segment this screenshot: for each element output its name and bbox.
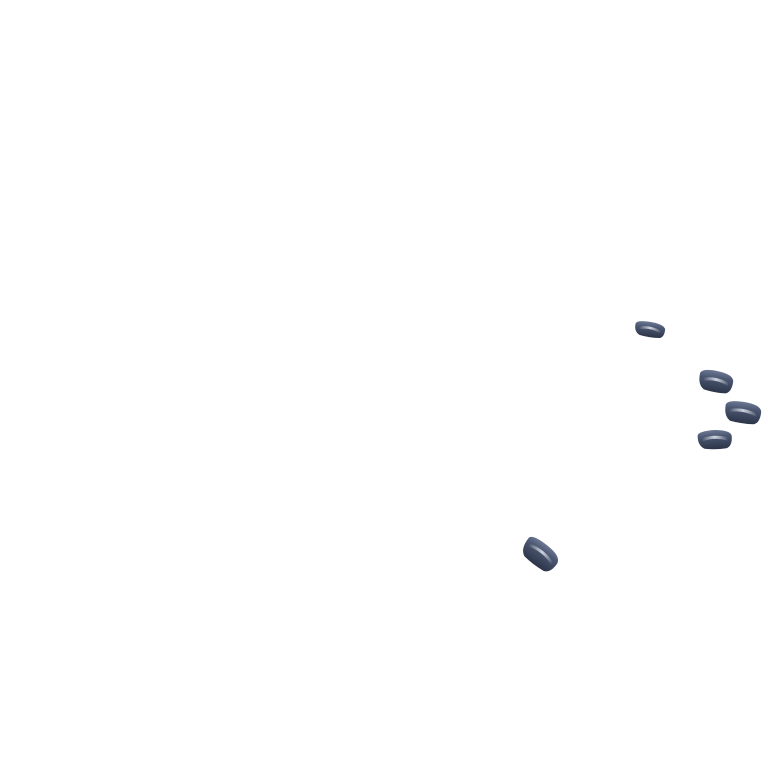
fingernail-icon bbox=[523, 536, 559, 572]
fingernail-icon bbox=[635, 321, 666, 339]
fingernail-icon bbox=[699, 369, 734, 394]
fingernail-icon bbox=[725, 401, 762, 425]
fingernail-icon bbox=[697, 430, 732, 450]
